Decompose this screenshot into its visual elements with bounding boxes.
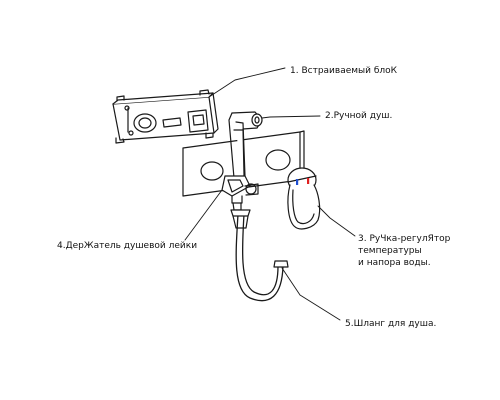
- lever-handle: [287, 167, 321, 230]
- leader-lines: [184, 67, 356, 321]
- label-shower-hose: 5.Шланг для душа.: [345, 319, 437, 329]
- label-handle-line3: и напора воды.: [358, 258, 431, 268]
- built-in-block: [112, 89, 219, 144]
- label-built-in-block: 1. Встраиваемый блоК: [290, 66, 398, 76]
- label-handle-line2: температуры: [358, 246, 422, 256]
- label-hand-shower: 2.Ручной душ.: [325, 111, 393, 121]
- label-shower-holder: 4.ДерЖатель душевой лейки: [57, 241, 198, 251]
- label-handle-line1: 3. РуЧка-регулЯтор: [358, 234, 451, 244]
- cold-indicator: [296, 179, 299, 185]
- hot-indicator: [307, 178, 310, 184]
- shower-hose: [230, 209, 289, 302]
